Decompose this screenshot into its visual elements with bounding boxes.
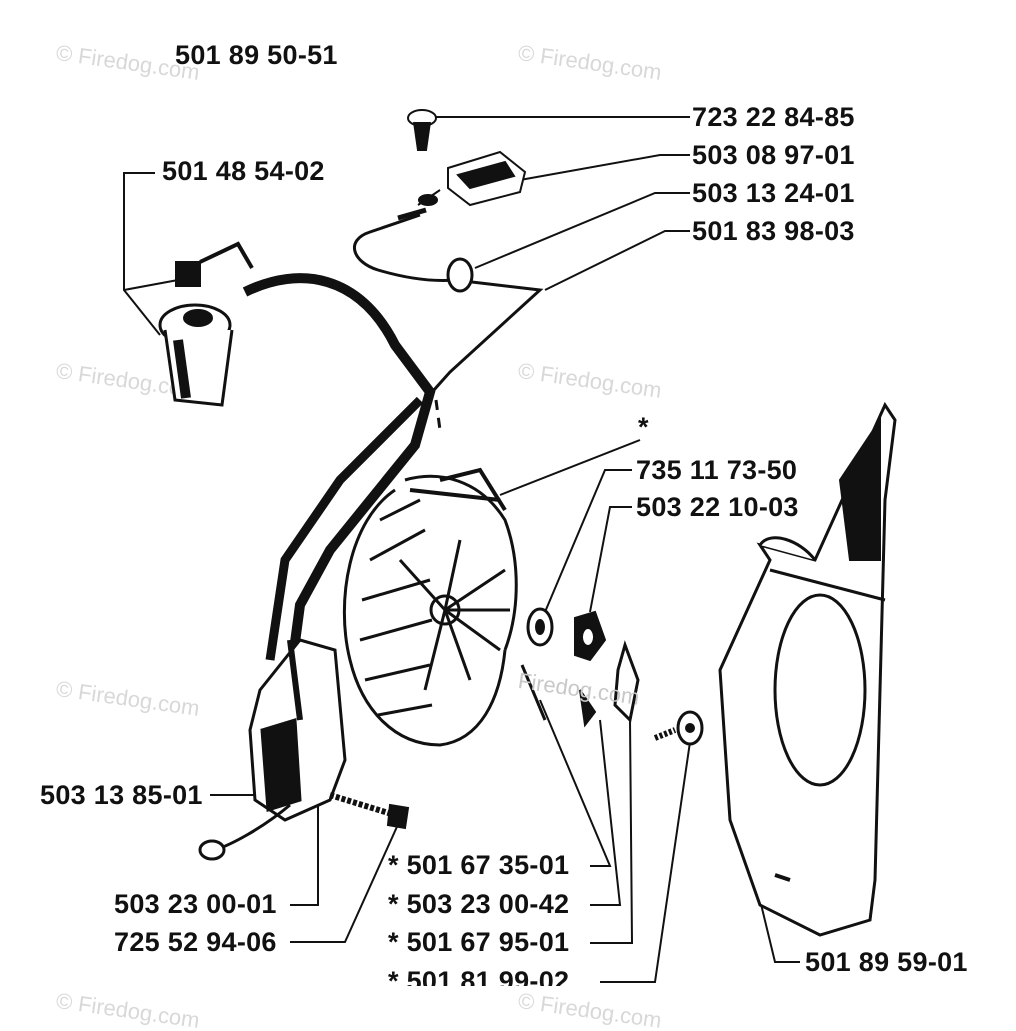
part-label-top: 501 89 50-51: [175, 40, 338, 70]
leader-line: [499, 439, 641, 496]
part-label-cable-clip: 723 22 84-85: [692, 102, 855, 132]
leader-line: [590, 719, 634, 944]
starter-cover-plate: [718, 401, 897, 937]
leader-line: [290, 760, 319, 906]
spark-plug-cap: [158, 241, 254, 407]
starter-pawl: [613, 640, 640, 724]
leader-line: [519, 154, 690, 181]
leader-line: [539, 699, 612, 867]
mounting-screw: [329, 792, 410, 830]
cable-clip: [407, 109, 437, 151]
leader-line: [544, 469, 632, 613]
leader-line: [290, 819, 401, 943]
leader-line: [759, 899, 800, 963]
starter-washer: [676, 710, 704, 746]
leader-line: [474, 192, 690, 269]
wire-terminal: [397, 207, 427, 221]
part-label-pawl: * 501 67 35-01: [388, 850, 570, 880]
stop-switch: [417, 150, 527, 207]
leader-line: [589, 506, 632, 613]
part-label-starter-washer: * 501 81 99-02: [388, 966, 570, 986]
leader-line: [544, 230, 690, 291]
ignition-module: [198, 638, 347, 861]
pawl-spring: [653, 727, 677, 741]
leader-line: [123, 172, 161, 336]
part-label-ignition-module: 503 13 85-01: [40, 780, 203, 810]
flywheel-nut: [574, 610, 607, 662]
ground-wire: [353, 213, 544, 401]
grommet: [446, 257, 474, 293]
part-label-grommet: 503 13 24-01: [692, 178, 855, 208]
leader-line: [590, 719, 622, 906]
part-label-screw: 725 52 94-06: [114, 927, 277, 957]
part-label-wire: 501 83 98-03: [692, 216, 855, 246]
part-label-spring: * 501 67 95-01: [388, 927, 570, 957]
part-label-spark-cap: 501 48 54-02: [162, 156, 325, 186]
part-label-pawl-screw: * 503 23 00-42: [388, 889, 570, 919]
leader-line: [600, 741, 691, 983]
pawl-screw: [520, 664, 597, 728]
part-label-nut: 503 22 10-03: [636, 492, 799, 522]
part-label-switch: 503 08 97-01: [692, 140, 855, 170]
part-label-spacer: 503 23 00-01: [114, 889, 277, 919]
flywheel: [342, 467, 518, 747]
part-label-washer: 735 11 73-50: [636, 455, 798, 485]
flywheel-washer: [526, 607, 554, 647]
leader-lines: [123, 116, 800, 983]
part-label-starter-cover: 501 89 59-01: [805, 947, 968, 977]
part-label-star: *: [638, 412, 649, 442]
leader-line: [123, 279, 179, 291]
ignition-cable: [242, 273, 442, 681]
